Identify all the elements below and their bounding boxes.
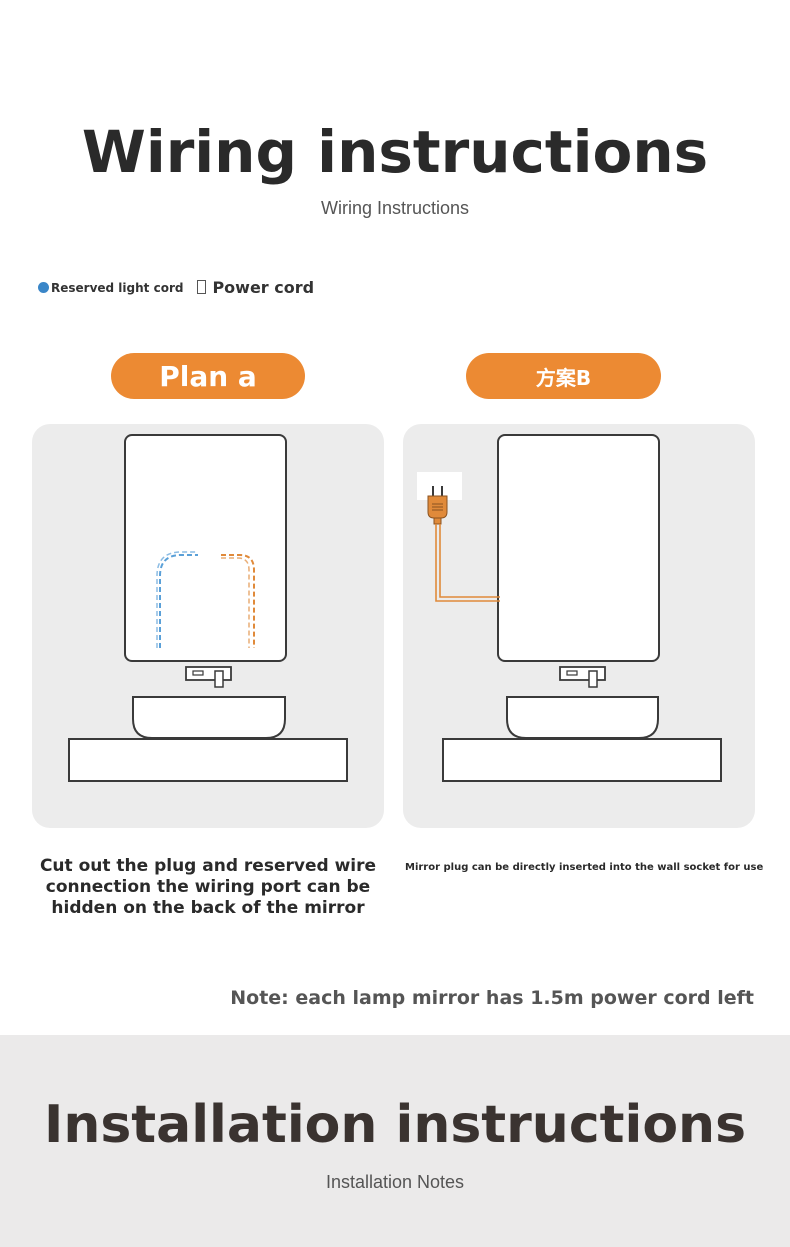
power-cord-box-icon xyxy=(197,280,207,294)
mount-slot xyxy=(566,670,578,676)
plan-a-diagram xyxy=(32,424,384,828)
legend-power-cord: Power cord xyxy=(212,278,315,297)
power-cord-wire-inner xyxy=(439,524,500,598)
mirror-base xyxy=(506,696,659,739)
plan-a-caption: Cut out the plug and reserved wire conne… xyxy=(39,856,377,918)
shelf xyxy=(442,738,722,782)
plan-b-caption: Mirror plug can be directly inserted int… xyxy=(405,862,764,873)
plan-b-badge: 方案B xyxy=(466,353,661,399)
page-subtitle: Wiring Instructions xyxy=(320,198,470,218)
installation-section xyxy=(0,1035,790,1247)
installation-subtitle: Installation Notes xyxy=(325,1172,465,1192)
mount-slot xyxy=(192,670,204,676)
plan-a-label: Plan a xyxy=(159,359,257,393)
plug-icon xyxy=(427,486,448,525)
power-cord-wire xyxy=(221,554,255,648)
wire-connector xyxy=(198,547,221,562)
power-cord-wire xyxy=(435,524,500,602)
mirror-body xyxy=(497,434,660,662)
plan-a-illustration xyxy=(68,434,348,782)
plug-backdrop xyxy=(417,472,462,500)
plan-b-diagram xyxy=(403,424,755,828)
plan-a-badge: Plan a xyxy=(111,353,305,399)
reserved-light-cord-wire xyxy=(159,554,202,648)
mirror-base xyxy=(132,696,286,739)
mount-latch xyxy=(588,670,598,688)
wire-legend: Reserved light cord Power cord xyxy=(38,278,314,297)
power-cord-note: Note: each lamp mirror has 1.5m power co… xyxy=(230,987,754,1009)
light-cord-dot-icon xyxy=(38,282,49,293)
shelf xyxy=(68,738,348,782)
legend-power-cord-wrap: Power cord xyxy=(197,278,314,297)
reserved-light-cord-wire-inner xyxy=(156,551,202,648)
power-cord-wire-inner xyxy=(221,557,250,648)
page-title: Wiring instructions xyxy=(81,118,709,186)
plan-b-illustration xyxy=(417,434,722,782)
installation-title: Installation instructions xyxy=(43,1095,747,1155)
legend-light-cord: Reserved light cord xyxy=(51,280,184,295)
plan-b-label: 方案B xyxy=(535,365,592,390)
mount-latch xyxy=(214,670,224,688)
